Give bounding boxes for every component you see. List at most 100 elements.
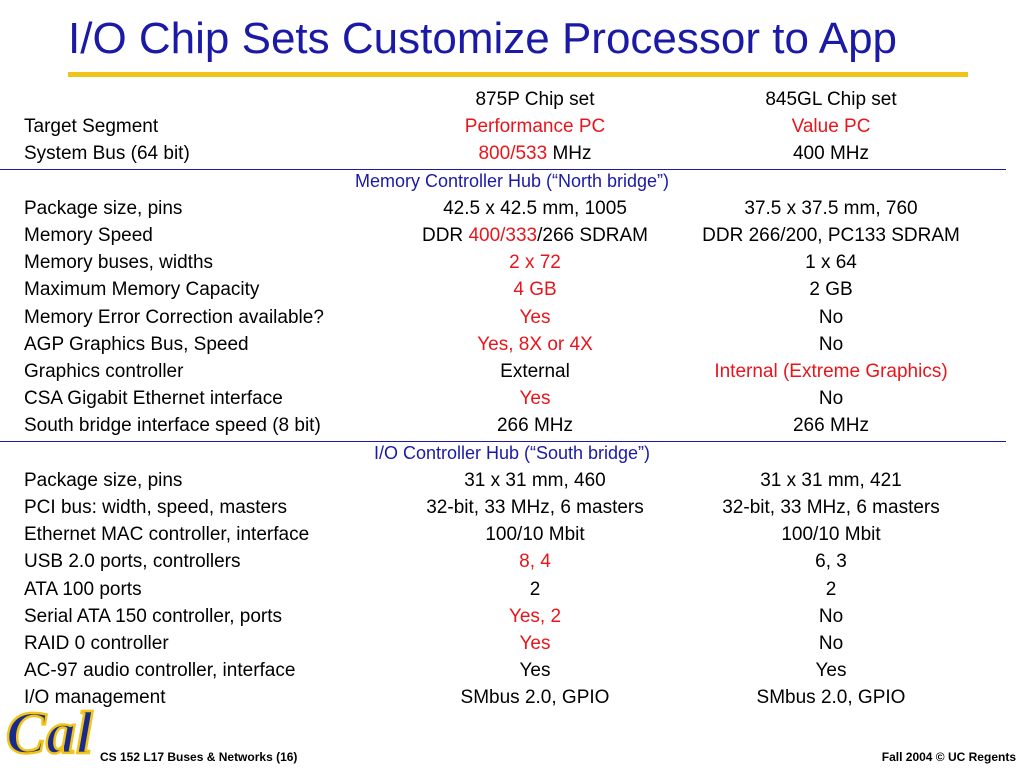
cell-845gl: Value PC (792, 113, 871, 140)
cell-875p: 4 GB (513, 276, 556, 303)
cell-text: 42.5 x 42.5 mm, 1005 (443, 197, 627, 219)
section-south-bridge: I/O Controller Hub (“South bridge”) (373, 442, 651, 463)
cell-text: 2 (825, 578, 837, 600)
cell-text: Yes (519, 633, 551, 654)
table-row: Memory buses, widths 2 x 72 1 x 64 (0, 249, 1024, 276)
cell-text: Yes, 2 (508, 605, 562, 627)
cell-text: No (818, 306, 844, 328)
cell-845gl: No (819, 603, 843, 630)
cell-text: No (818, 333, 844, 355)
cell-875p: Performance PC (465, 113, 605, 140)
cell-845gl: 2 GB (809, 276, 852, 303)
column-header: 845GL Chip set (765, 89, 897, 110)
table-row: Memory Speed DDR 400/333/266 SDRAM DDR 266… (0, 222, 1024, 249)
table-row: Package size, pins 31 x 31 mm, 460 31 x 31… (0, 467, 1024, 494)
row-label: Memory Speed (24, 225, 153, 246)
column-header: 875P Chip set (475, 89, 595, 110)
row-label: PCI bus: width, speed, masters (24, 497, 287, 518)
cell-845gl: DDR 266/200, PC133 SDRAM (702, 222, 960, 249)
svg-text:Cal: Cal (6, 700, 93, 763)
cell-text: Yes (519, 388, 551, 410)
cell-845gl: No (819, 304, 843, 331)
column-header-row: 875P Chip set 845GL Chip set (0, 86, 1024, 113)
cell-845gl: No (819, 385, 843, 412)
cell-text: 2 x 72 (509, 252, 561, 274)
cell-875p: Yes, 2 (509, 603, 561, 630)
row-label: Serial ATA 150 controller, ports (24, 605, 283, 627)
table-row: CSA Gigabit Ethernet interface Yes No (0, 385, 1024, 412)
cell-text: 4 GB (513, 279, 557, 301)
cell-text: Yes (519, 660, 551, 682)
table-row: South bridge interface speed (8 bit) 266 … (0, 412, 1024, 439)
cell-text: 100/10 Mbit (781, 524, 881, 546)
cell-text: 8, 4 (519, 551, 551, 573)
row-label: Memory Error Correction available? (24, 306, 324, 328)
cell-875p: 100/10 Mbit (485, 521, 584, 548)
cell-text: Yes (815, 660, 847, 682)
cell-875p: 266 MHz (497, 412, 573, 439)
cell-875p: 31 x 31 mm, 460 (464, 467, 606, 494)
cell-text: 266 MHz (496, 415, 574, 437)
row-label: Target Segment (24, 116, 159, 138)
cell-text: 100/10 Mbit (485, 524, 585, 546)
cell-text: Internal (Extreme Graphics) (714, 361, 948, 382)
cell-text: External (500, 361, 570, 382)
cell-text: 32-bit, 33 MHz, 6 masters (722, 497, 940, 518)
cell-text: SMbus 2.0, GPIO (756, 687, 906, 709)
table-row: Ethernet MAC controller, interface 100/10… (0, 521, 1024, 548)
section-divider (0, 440, 1006, 442)
cell-text: 2 (529, 578, 541, 600)
section-divider (0, 168, 1006, 170)
row-label: Graphics controller (24, 361, 184, 382)
cell-875p: Yes (520, 385, 551, 412)
footer-copyright: Fall 2004 © UC Regents (881, 750, 1016, 764)
table-row: Target Segment Performance PC Value PC (0, 113, 1024, 140)
row-label: RAID 0 controller (24, 633, 169, 654)
cell-text: 1 x 64 (805, 252, 857, 274)
row-label: Memory buses, widths (24, 252, 214, 274)
table-row: RAID 0 controller Yes No (0, 630, 1024, 657)
row-label: USB 2.0 ports, controllers (24, 551, 241, 573)
cell-text: 266 MHz (792, 415, 870, 437)
row-label: I/O management (24, 687, 166, 709)
cell-845gl: No (819, 630, 843, 657)
table-row: Graphics controller External Internal (Ext… (0, 358, 1024, 385)
cell-845gl: Yes (816, 657, 847, 684)
cell-875p: 32-bit, 33 MHz, 6 masters (426, 494, 644, 521)
row-label: South bridge interface speed (8 bit) (24, 415, 321, 437)
cell-text: 31 x 31 mm, 421 (760, 469, 902, 491)
cell-875p: Yes (520, 657, 551, 684)
cell-text: 31 x 31 mm, 460 (464, 469, 606, 491)
cell-845gl: 37.5 x 37.5 mm, 760 (744, 195, 917, 222)
cell-text: Yes, 8X or 4X (477, 333, 593, 355)
table-row: PCI bus: width, speed, masters 32-bit, 33… (0, 494, 1024, 521)
table-row: I/O management SMbus 2.0, GPIO SMbus 2.0, … (0, 684, 1024, 711)
row-label: Maximum Memory Capacity (24, 279, 260, 301)
row-label: CSA Gigabit Ethernet interface (24, 388, 283, 410)
cell-875p: SMbus 2.0, GPIO (461, 684, 610, 711)
cell-845gl: 1 x 64 (805, 249, 857, 276)
row-label: System Bus (64 bit) (24, 143, 190, 165)
cell-845gl: 32-bit, 33 MHz, 6 masters (722, 494, 940, 521)
cell-845gl: 100/10 Mbit (781, 521, 880, 548)
cell-text: SMbus 2.0, GPIO (460, 687, 610, 709)
cell-text: 400 MHz (792, 143, 870, 165)
row-label: Package size, pins (24, 469, 183, 491)
cell-875p: Yes (520, 304, 551, 331)
cell-875p: 42.5 x 42.5 mm, 1005 (443, 195, 627, 222)
cell-text: No (818, 633, 844, 654)
cell-text: 37.5 x 37.5 mm, 760 (744, 197, 918, 219)
cell-845gl: Internal (Extreme Graphics) (714, 358, 947, 385)
row-label: Ethernet MAC controller, interface (24, 524, 310, 546)
table-row: Maximum Memory Capacity 4 GB 2 GB (0, 276, 1024, 303)
cal-logo: Cal (5, 699, 95, 763)
cell-text: Yes (519, 306, 551, 328)
slide-title: I/O Chip Sets Customize Processor to App (68, 14, 898, 63)
cell-875p: Yes (520, 630, 551, 657)
cell-875p: DDR 400/333/266 SDRAM (422, 222, 648, 249)
